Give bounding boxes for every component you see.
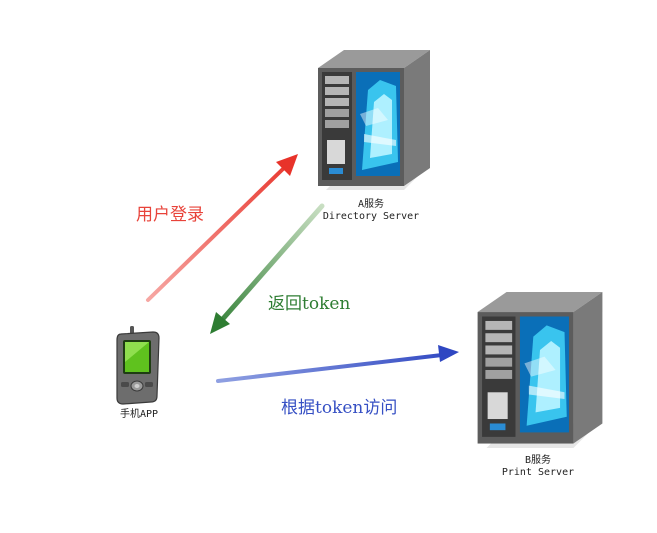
server-tower-icon	[477, 292, 603, 448]
phone-label: 手机APP	[104, 409, 174, 421]
return-token-label: 返回token	[268, 294, 351, 314]
access-label: 根据token访问	[281, 398, 398, 418]
server-a-label: A服务 Directory Server	[316, 199, 426, 223]
login-label: 用户登录	[136, 205, 204, 225]
return-token-arrow	[210, 203, 325, 334]
server-a-subtitle: Directory Server	[322, 211, 420, 222]
server-b-label: B服务 Print Server	[483, 455, 593, 479]
phone-name: 手机APP	[119, 409, 159, 420]
server-a-name: A服务	[357, 199, 385, 210]
login-arrow	[146, 154, 298, 302]
server-b-name: B服务	[524, 455, 552, 466]
server-tower-icon	[318, 50, 430, 190]
pda-phone-icon	[116, 326, 160, 405]
server-b-subtitle: Print Server	[501, 467, 575, 478]
access-arrow	[216, 345, 459, 383]
